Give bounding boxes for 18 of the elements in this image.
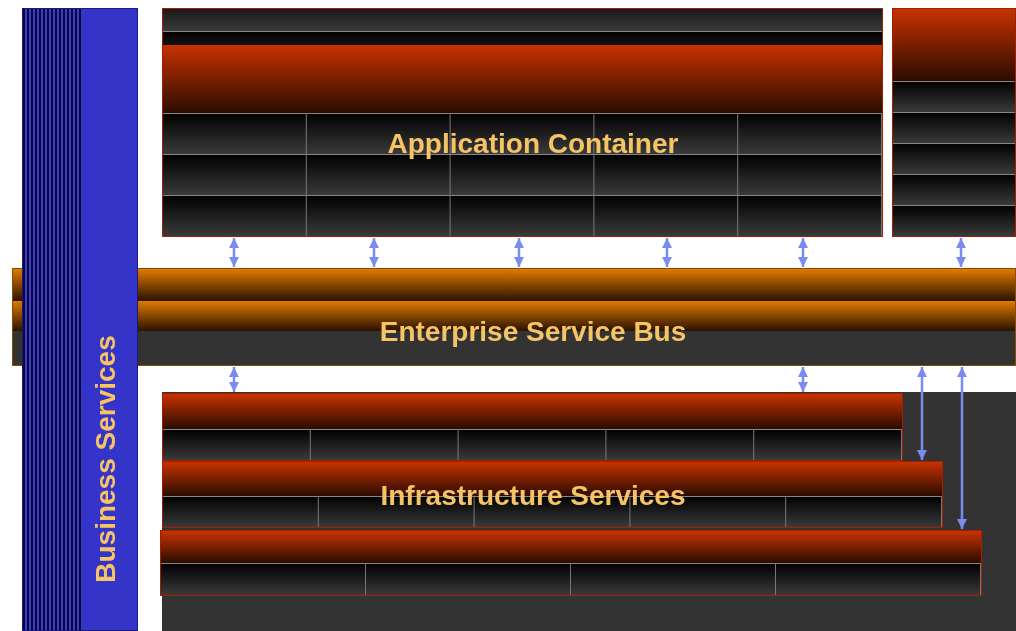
side-bar bbox=[22, 8, 138, 631]
double-arrow bbox=[229, 238, 239, 267]
double-arrow bbox=[798, 238, 808, 267]
layer-title: Business Services bbox=[90, 335, 122, 583]
layer-panel bbox=[162, 8, 883, 237]
layer-title: Enterprise Service Bus bbox=[379, 316, 687, 348]
layer-panel bbox=[160, 530, 982, 596]
double-arrow bbox=[798, 367, 808, 392]
double-arrow bbox=[369, 238, 379, 267]
layer-panel bbox=[892, 8, 1016, 237]
double-arrow bbox=[957, 367, 967, 529]
double-arrow bbox=[917, 367, 927, 460]
double-arrow bbox=[662, 238, 672, 267]
double-arrow bbox=[229, 367, 239, 392]
layer-title: Application Container bbox=[387, 128, 679, 160]
double-arrow bbox=[514, 238, 524, 267]
double-arrow bbox=[956, 238, 966, 267]
layer-panel bbox=[162, 393, 903, 461]
